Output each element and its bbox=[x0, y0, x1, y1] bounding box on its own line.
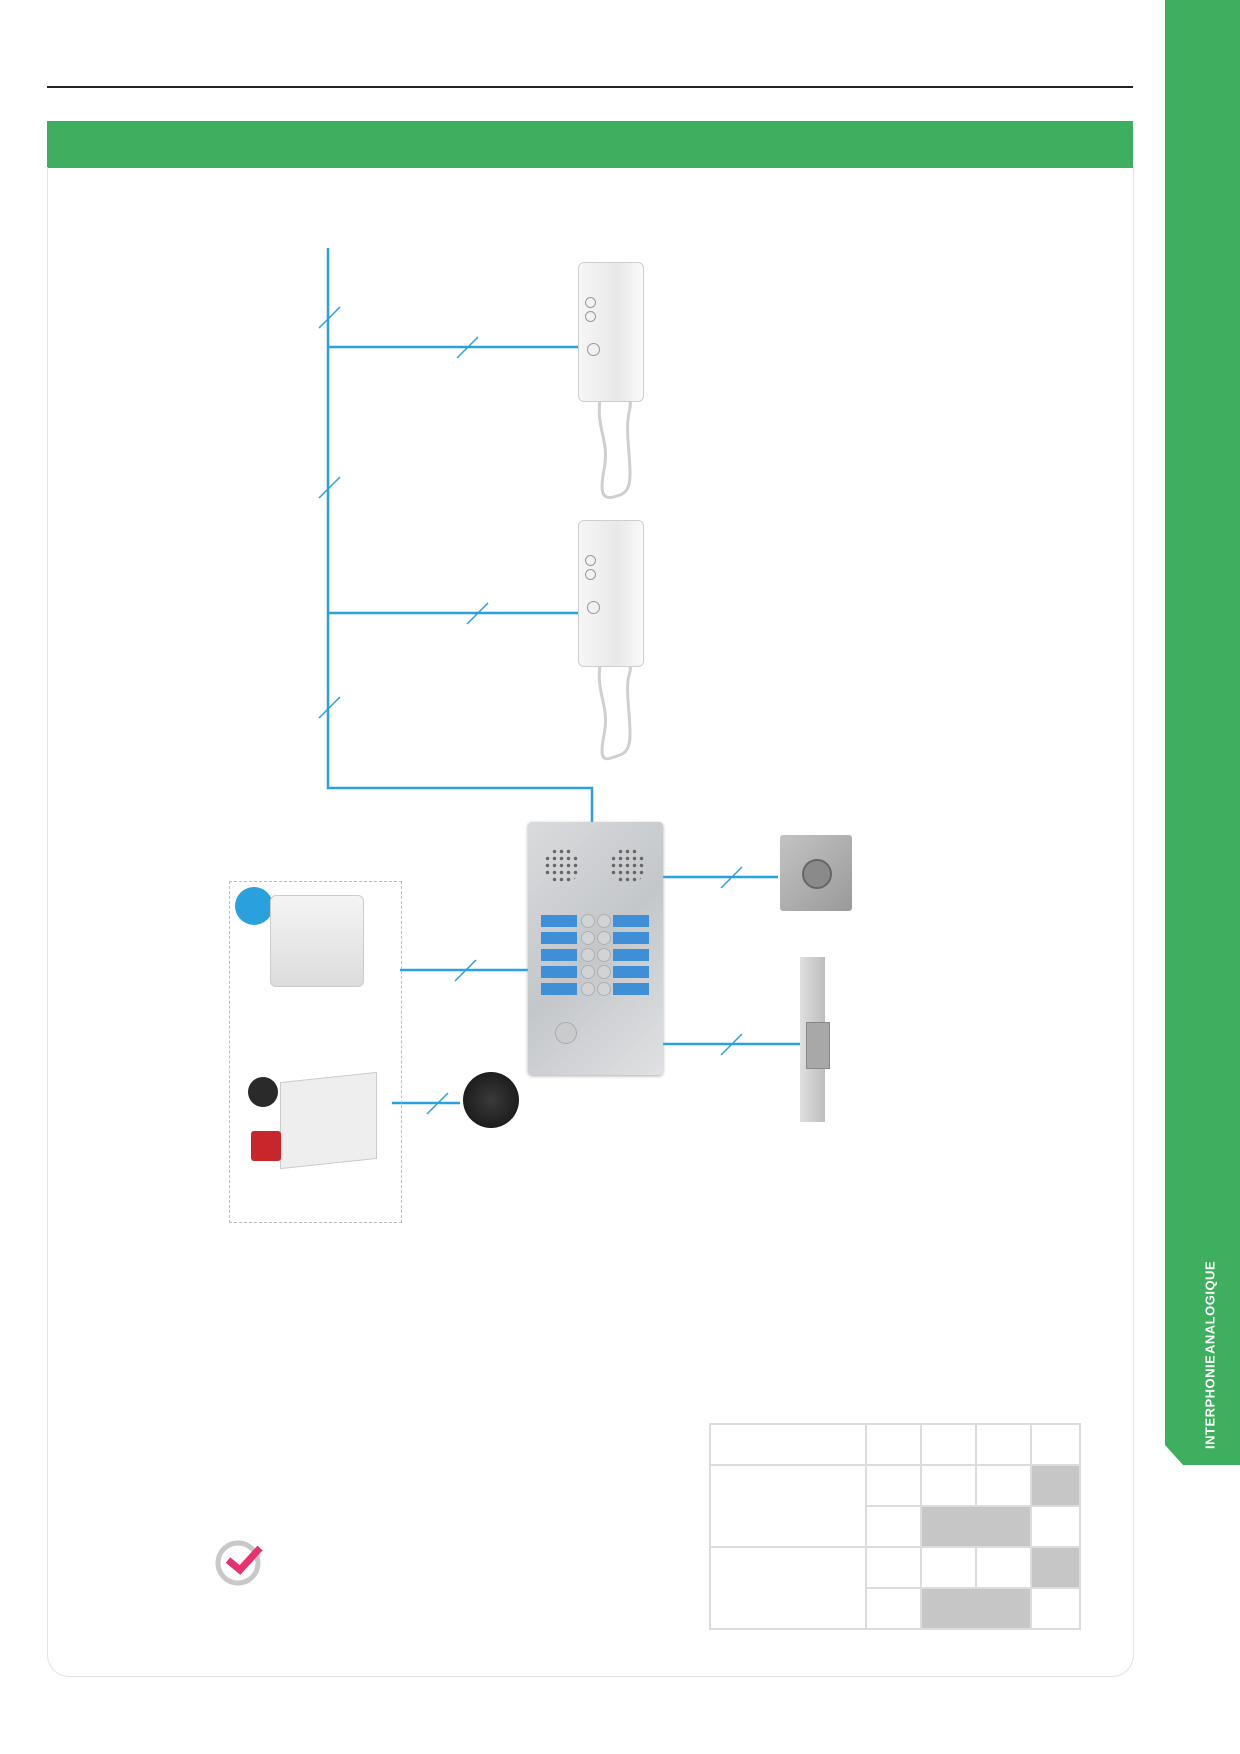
side-tab[interactable] bbox=[1165, 0, 1240, 1465]
check-icon bbox=[215, 1540, 263, 1586]
camera-lens bbox=[555, 1022, 577, 1044]
speaker-grille-left bbox=[544, 848, 580, 884]
key-switch bbox=[780, 835, 852, 911]
rfid-tag bbox=[251, 1131, 281, 1161]
reader-small bbox=[248, 1077, 278, 1107]
section-header-bar bbox=[47, 121, 1133, 168]
wire-count-marks bbox=[318, 306, 743, 1115]
door-entry-panel bbox=[528, 822, 663, 1075]
header-rule bbox=[47, 86, 1133, 88]
wire-bus bbox=[326, 248, 594, 822]
kit-group bbox=[229, 881, 402, 1223]
power-supply bbox=[270, 895, 364, 987]
speaker-grille-right bbox=[610, 848, 646, 884]
handset-1 bbox=[578, 262, 644, 402]
compatibility-table bbox=[709, 1423, 1081, 1630]
handset-2-cord bbox=[597, 664, 632, 761]
handset-1-cord bbox=[597, 399, 632, 499]
content-frame bbox=[47, 167, 1134, 1677]
badge-circle bbox=[235, 887, 273, 925]
proximity-reader bbox=[463, 1072, 519, 1128]
handset-2 bbox=[578, 520, 644, 667]
electric-strike bbox=[800, 957, 830, 1122]
access-controller bbox=[280, 1071, 377, 1170]
